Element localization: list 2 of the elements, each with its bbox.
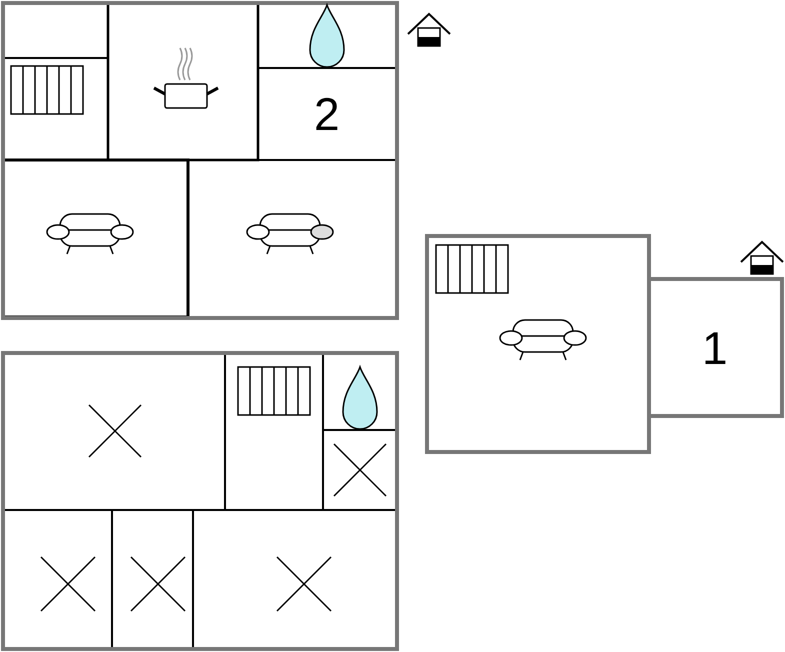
room-number: 2 [314, 91, 340, 137]
room-number: 1 [702, 325, 728, 371]
